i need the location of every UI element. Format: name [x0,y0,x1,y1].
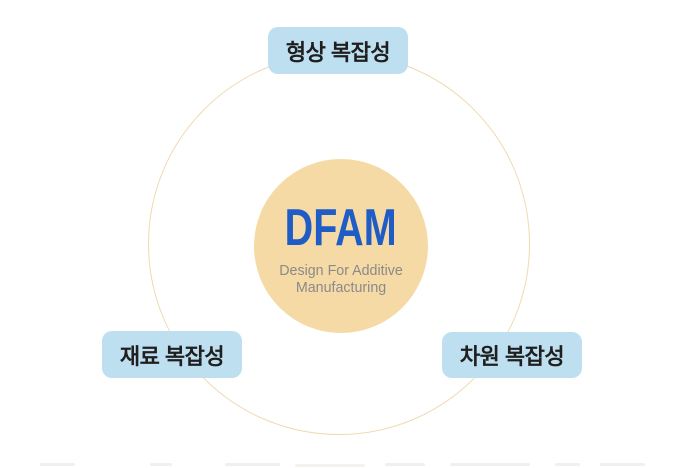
dfam-subtitle: Design For Additive Manufacturing [279,262,403,296]
dfam-subtitle-line2: Manufacturing [295,279,387,297]
label-dimension-complexity: 차원 복잡성 [442,332,582,378]
dfam-subtitle-line1: Design For Additive [279,262,403,280]
label-shape-complexity: 형상 복잡성 [268,27,408,74]
dfam-center-circle: DFAM Design For Additive Manufacturing [254,159,428,333]
label-material-complexity: 재료 복잡성 [102,331,242,378]
dfam-acronym: DFAM [285,198,397,257]
